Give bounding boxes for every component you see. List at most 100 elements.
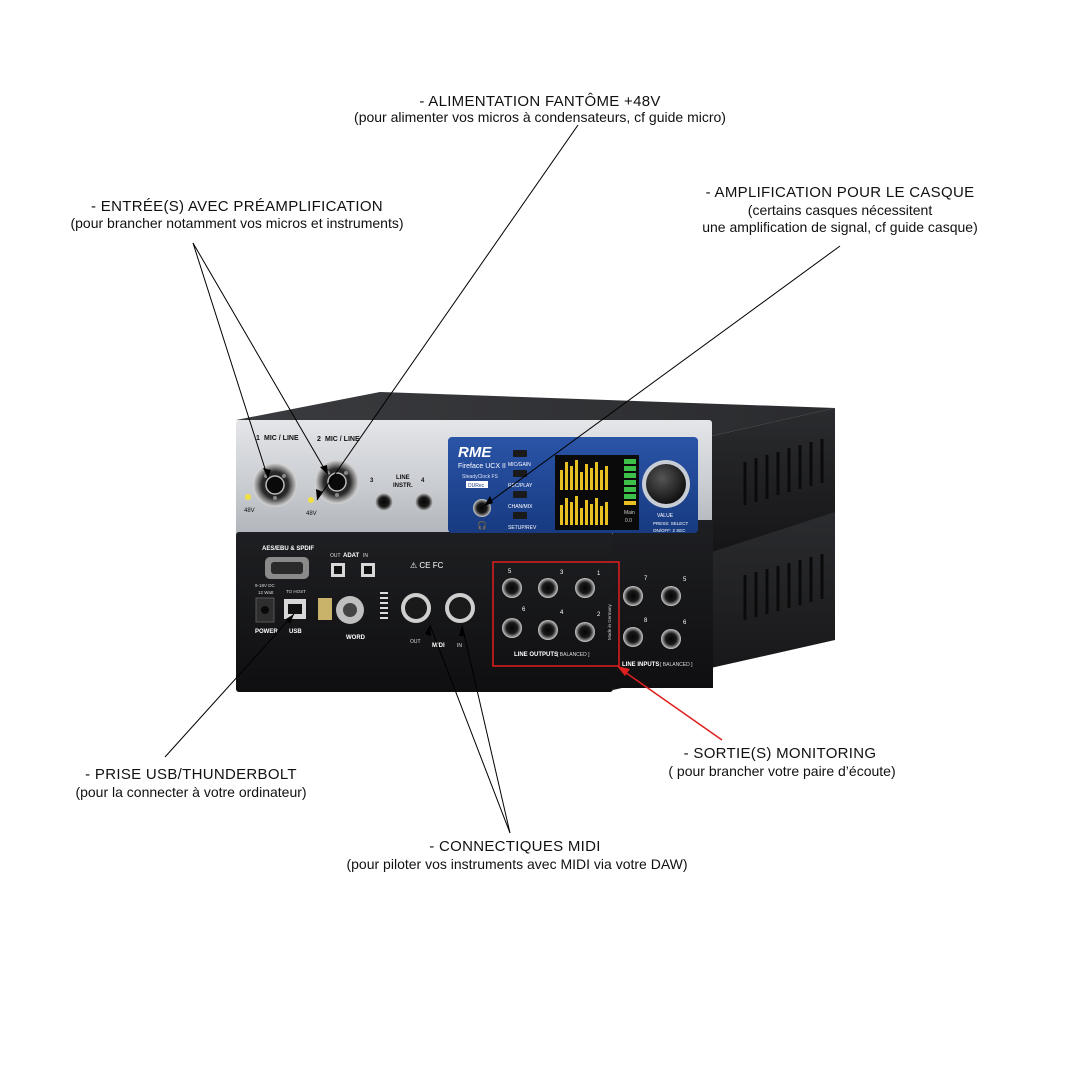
line-input-jack[interactable] bbox=[623, 627, 643, 647]
power-spec-2: 12 Watt bbox=[258, 590, 274, 595]
power-port[interactable] bbox=[255, 597, 275, 623]
meter-main-value: 0.0 bbox=[625, 518, 632, 524]
midi-desc: (pour piloter vos instruments avec MIDI … bbox=[346, 856, 687, 872]
rec-play-label: REC/PLAY bbox=[508, 483, 533, 489]
in-num-5: 5 bbox=[683, 577, 687, 583]
power-spec-1: 9-18V DC bbox=[255, 583, 276, 588]
monitoring-desc: ( pour brancher votre paire d’écoute) bbox=[668, 763, 895, 779]
in-num-8: 8 bbox=[644, 618, 648, 624]
annotation-phantom: - ALIMENTATION FANTÔME +48V (pour alimen… bbox=[354, 93, 726, 125]
setup-rev-button[interactable] bbox=[513, 512, 527, 519]
upper-vents bbox=[743, 439, 824, 505]
instr-label: INSTR. bbox=[393, 483, 413, 489]
phantom-desc: (pour alimenter vos micros à condensateu… bbox=[354, 109, 726, 125]
preamp-leader-2 bbox=[192, 242, 329, 476]
word-bnc-port[interactable] bbox=[318, 596, 364, 624]
monitoring-title: - SORTIE(S) MONITORING bbox=[684, 745, 877, 762]
phantom-led-1 bbox=[245, 494, 251, 500]
word-label: WORD bbox=[346, 635, 366, 641]
out-num-5: 5 bbox=[508, 569, 512, 575]
usb-desc: (pour la connecter à votre ordinateur) bbox=[75, 784, 306, 800]
annotation-headphone: - AMPLIFICATION POUR LE CASQUE (certains… bbox=[702, 184, 978, 235]
line-input-jack[interactable] bbox=[661, 586, 681, 606]
line-input-jack[interactable] bbox=[661, 629, 681, 649]
lower-vents bbox=[743, 554, 824, 620]
mic-gain-label: MIC/GAIN bbox=[508, 462, 531, 468]
value-knob[interactable] bbox=[642, 460, 690, 508]
midi-in-port[interactable] bbox=[445, 593, 475, 623]
mic-gain-button[interactable] bbox=[513, 450, 527, 457]
phantom-led-2 bbox=[308, 497, 314, 503]
midi-out-port[interactable] bbox=[401, 593, 431, 623]
made-in-germany: Made in Germany bbox=[607, 603, 612, 640]
line-instr-num-4: 4 bbox=[421, 478, 425, 484]
line-inputs-balanced: [ BALANCED ] bbox=[660, 662, 693, 668]
phantom-label-2: 48V bbox=[306, 511, 317, 517]
ch2-number: 2 bbox=[317, 436, 321, 443]
line-instr-jack-3[interactable] bbox=[375, 493, 393, 511]
usb-title: - PRISE USB/THUNDERBOLT bbox=[85, 766, 297, 783]
line-instr-num-3: 3 bbox=[370, 478, 374, 484]
press-select-label: PRESS: SELECT bbox=[653, 521, 689, 526]
brand-logo: RME bbox=[458, 444, 492, 461]
line-output-jack[interactable] bbox=[538, 620, 558, 640]
out-num-1: 1 bbox=[597, 571, 601, 577]
to-host-label: TO HOST bbox=[286, 589, 306, 594]
aes-spdif-port[interactable] bbox=[265, 557, 309, 579]
annotation-midi: - CONNECTIQUES MIDI (pour piloter vos in… bbox=[346, 838, 687, 872]
phantom-label-1: 48V bbox=[244, 508, 255, 514]
ch1-number: 1 bbox=[256, 435, 260, 442]
in-num-7: 7 bbox=[644, 576, 648, 582]
durec-label: DURec bbox=[468, 483, 485, 489]
headphone-icon: 🎧 bbox=[477, 520, 487, 530]
steadyclock-label: SteadyClock FS bbox=[462, 474, 499, 480]
monitoring-highlight-box bbox=[492, 561, 620, 667]
rec-play-button[interactable] bbox=[513, 470, 527, 477]
headphone-title: - AMPLIFICATION POUR LE CASQUE bbox=[706, 184, 975, 201]
serial-label-sticker bbox=[380, 592, 388, 619]
meter-main-label: Main bbox=[624, 510, 635, 516]
midi-title: - CONNECTIQUES MIDI bbox=[429, 838, 601, 855]
line-outputs-label: LINE OUTPUTS bbox=[514, 652, 558, 658]
line-output-jack[interactable] bbox=[502, 618, 522, 638]
level-display: Main 0.0 bbox=[555, 455, 639, 530]
headphone-desc-2: une amplification de signal, cf guide ca… bbox=[702, 219, 978, 235]
line-instr-jack-4[interactable] bbox=[415, 493, 433, 511]
adat-in-port[interactable] bbox=[361, 563, 375, 577]
line-output-jack[interactable] bbox=[538, 578, 558, 598]
power-label: POWER bbox=[255, 629, 278, 635]
annotation-usb: - PRISE USB/THUNDERBOLT (pour la connect… bbox=[75, 766, 306, 800]
upper-unit-side bbox=[712, 408, 835, 552]
ch1-label: MIC / LINE bbox=[264, 435, 299, 442]
line-outputs: 5 3 1 6 4 2 LINE OUTPUTS [ BALANCED ] Ma… bbox=[502, 569, 612, 658]
phantom-title: - ALIMENTATION FANTÔME +48V bbox=[419, 93, 660, 110]
midi-leader-2 bbox=[461, 624, 511, 834]
line-inputs: 7 5 8 6 LINE INPUTS [ BALANCED ] bbox=[622, 576, 693, 668]
ch2-label: MIC / LINE bbox=[325, 436, 360, 443]
in-num-6: 6 bbox=[683, 620, 687, 626]
out-num-6: 6 bbox=[522, 607, 526, 613]
line-output-jack[interactable] bbox=[575, 578, 595, 598]
usb-label: USB bbox=[289, 629, 302, 635]
adat-out-port[interactable] bbox=[331, 563, 345, 577]
line-label: LINE bbox=[396, 475, 410, 481]
out-num-4: 4 bbox=[560, 610, 564, 616]
usb-port[interactable] bbox=[284, 599, 306, 619]
midi-leader-1 bbox=[429, 624, 511, 834]
combo-input-1[interactable] bbox=[253, 463, 297, 507]
annotation-preamp: - ENTRÉE(S) AVEC PRÉAMPLIFICATION (pour … bbox=[70, 198, 403, 231]
usb-leader bbox=[164, 613, 295, 758]
ce-fcc-marks: ⚠ CE FC bbox=[410, 561, 444, 570]
value-label: VALUE bbox=[657, 513, 674, 519]
preamp-leader-1 bbox=[192, 242, 269, 479]
model-name: Fireface UCX II bbox=[458, 463, 506, 470]
chan-mix-button[interactable] bbox=[513, 491, 527, 498]
line-output-jack[interactable] bbox=[502, 578, 522, 598]
durec-badge bbox=[466, 481, 488, 488]
line-input-jack[interactable] bbox=[623, 586, 643, 606]
midi-in-label: IN bbox=[457, 643, 462, 649]
midi-out-label: OUT bbox=[410, 639, 421, 645]
aes-label: AES/EBU & SPDIF bbox=[262, 546, 314, 552]
line-output-jack[interactable] bbox=[575, 622, 595, 642]
